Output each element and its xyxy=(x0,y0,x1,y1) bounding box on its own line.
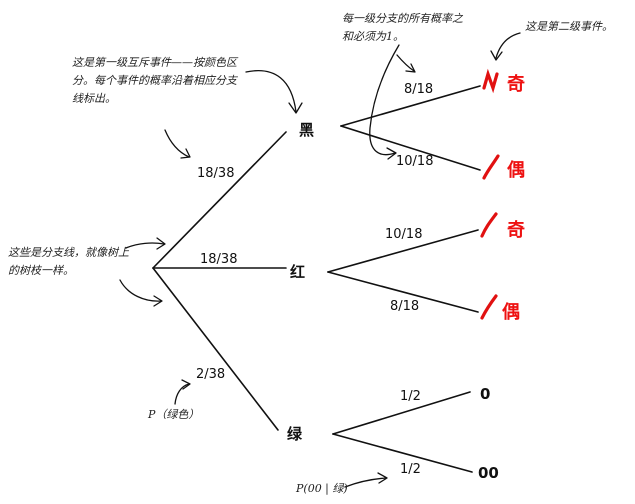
prob-red-odd: 10/18 xyxy=(385,227,423,242)
node-black: 黑 xyxy=(299,121,315,139)
strike-mark-red-even xyxy=(480,294,498,320)
note-p-00-given-green: P(00 | 绿) xyxy=(296,482,348,495)
arrow-p-green xyxy=(174,383,190,405)
node-green: 绿 xyxy=(287,425,303,443)
branch-black-odd xyxy=(340,85,481,127)
branch-red-odd xyxy=(327,229,479,273)
prob-green-double-zero: 1/2 xyxy=(400,462,421,477)
branch-red-even xyxy=(327,271,479,313)
arrow-black-probability xyxy=(164,129,190,158)
prob-green-zero: 1/2 xyxy=(400,389,421,404)
outcome-red-odd: 奇 xyxy=(507,220,525,241)
branch-black xyxy=(152,131,287,269)
branch-green-double-zero xyxy=(332,433,473,473)
branch-green xyxy=(152,267,279,431)
strike-mark-red-odd xyxy=(480,212,498,238)
arrow-level2-note xyxy=(495,32,521,59)
prob-black-even: 10/18 xyxy=(396,154,434,169)
arrow-level1-note xyxy=(245,70,297,113)
arrow-branch-sum-top xyxy=(396,54,415,72)
note-level1-events: 这是第一级互斥事件——按颜色区分。每个事件的概率沿着相应分支线标出。 xyxy=(72,56,237,105)
note-level2-events: 这是第二级事件。 xyxy=(525,20,613,33)
branch-green-zero xyxy=(332,391,471,435)
node-red: 红 xyxy=(290,263,306,281)
branch-black-even xyxy=(340,125,481,171)
arrow-branch-lines-down xyxy=(119,279,162,302)
prob-black: 18/38 xyxy=(197,166,235,181)
outcome-double-zero: 00 xyxy=(478,464,499,482)
arrow-branch-sum xyxy=(369,44,400,156)
prob-green: 2/38 xyxy=(196,367,226,382)
outcome-black-even: 偶 xyxy=(507,160,525,181)
note-branch-sum: 每一级分支的所有概率之和必须为1。 xyxy=(342,12,463,43)
prob-black-odd: 8/18 xyxy=(404,82,434,97)
strike-mark-black-odd xyxy=(482,68,499,94)
arrow-p-00 xyxy=(344,477,387,488)
arrow-branch-lines-up xyxy=(125,242,165,249)
outcome-red-even: 偶 xyxy=(502,302,520,323)
prob-red-even: 8/18 xyxy=(390,299,420,314)
strike-mark-black-even xyxy=(482,154,500,180)
outcome-black-odd: 奇 xyxy=(507,74,525,95)
note-branch-lines: 这些是分支线，就像树上的树枝一样。 xyxy=(8,246,129,277)
note-p-green: P（绿色） xyxy=(148,408,200,421)
outcome-zero: 0 xyxy=(480,385,491,403)
prob-red: 18/38 xyxy=(200,252,238,267)
